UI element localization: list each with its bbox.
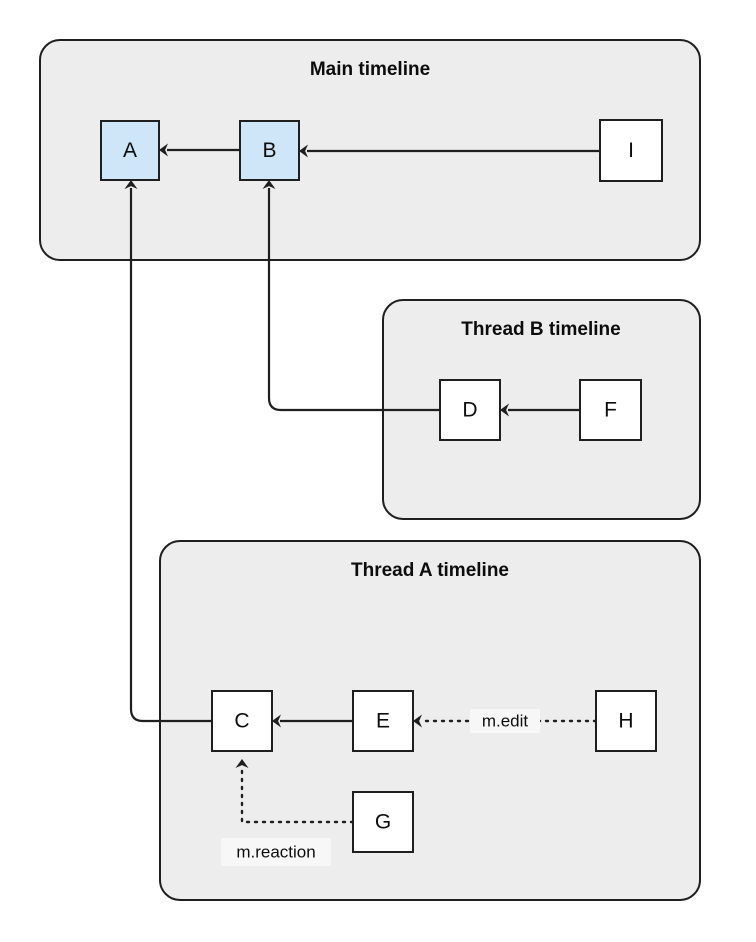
node-I-label: I (628, 139, 634, 162)
edge-label-g-to-c: m.reaction (221, 838, 331, 866)
node-G-box (352, 791, 414, 853)
edge-g-to-c (235, 759, 355, 824)
edge-e-to-c (272, 714, 353, 728)
node-H-box (595, 690, 657, 752)
node-F-box (579, 379, 642, 441)
node-G-label: G (375, 811, 391, 834)
edge-f-to-d (500, 403, 580, 417)
edge-labels: m.edit m.reaction (221, 709, 540, 866)
edge-e-to-c-arrowhead (272, 714, 281, 728)
node-A-label: A (123, 139, 137, 162)
node-D-box (439, 379, 501, 441)
edge-i-to-b (299, 144, 600, 158)
edge-label-g-to-c-background (221, 838, 331, 866)
node-C[interactable]: C (211, 690, 273, 752)
edge-f-to-d-arrowhead (500, 403, 509, 417)
edge-label-h-to-e-background (470, 709, 540, 733)
edge-d-to-b-line (267, 188, 440, 412)
group-thread_b-title: Thread B timeline (461, 319, 620, 340)
node-B-label: B (262, 139, 276, 162)
edge-g-to-c-line (240, 765, 355, 824)
node-F-label: F (604, 399, 617, 422)
node-D[interactable]: D (439, 379, 501, 441)
node-I[interactable]: I (599, 119, 663, 182)
node-I-box (599, 119, 663, 182)
edge-label-h-to-e: m.edit (470, 709, 540, 733)
node-H-label: H (618, 710, 633, 733)
edge-g-to-c-arrowhead (235, 759, 249, 768)
edge-c-to-a-line (129, 188, 212, 723)
edge-h-to-e-arrowhead (413, 714, 422, 728)
edge-label-g-to-c-text: m.reaction (236, 842, 315, 861)
edge-c-to-a (124, 180, 212, 723)
node-E-box (352, 690, 414, 752)
node-A-box (100, 120, 160, 181)
edge-d-to-b-arrowhead (262, 180, 276, 189)
node-D-label: D (462, 399, 477, 422)
edge-d-to-b (262, 180, 440, 412)
nodes: A B I D F C E H G (100, 119, 663, 853)
node-B[interactable]: B (239, 120, 300, 181)
edge-c-to-a-arrowhead (124, 180, 138, 189)
node-C-box (211, 690, 273, 752)
edge-b-to-a-arrowhead (159, 143, 168, 157)
node-F[interactable]: F (579, 379, 642, 441)
group-main-title: Main timeline (310, 59, 430, 80)
node-C-label: C (234, 710, 249, 733)
edge-i-to-b-arrowhead (299, 144, 308, 158)
edge-b-to-a (159, 143, 240, 157)
node-E[interactable]: E (352, 690, 414, 752)
node-B-box (239, 120, 300, 181)
node-H[interactable]: H (595, 690, 657, 752)
node-G[interactable]: G (352, 791, 414, 853)
node-A[interactable]: A (100, 120, 160, 181)
group-thread_a-title: Thread A timeline (351, 560, 509, 581)
node-E-label: E (376, 710, 390, 733)
edge-label-h-to-e-text: m.edit (482, 711, 529, 730)
